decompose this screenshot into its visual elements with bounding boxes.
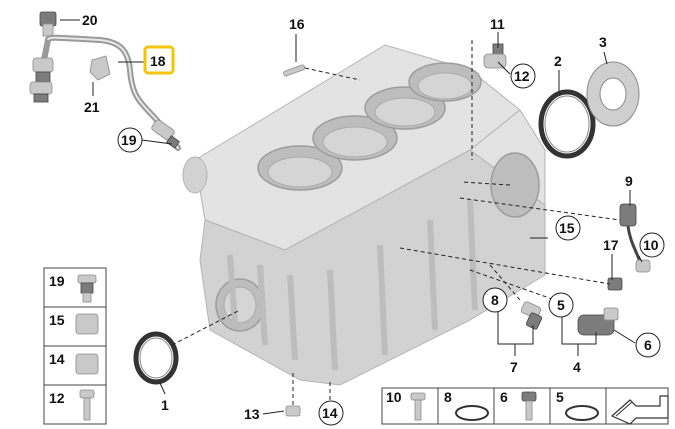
engine-block-illustration <box>182 44 546 386</box>
legend-part-19-icon <box>77 274 97 303</box>
part-19-fitting <box>151 119 180 149</box>
callouts: 20 21 16 11 2 3 9 17 7 4 1 13 18 19 12 1… <box>82 12 665 426</box>
legend-part-8-oring-icon <box>455 405 489 421</box>
part-11-12-sensor <box>483 43 507 69</box>
callout-11[interactable]: 11 <box>490 16 505 32</box>
callout-9[interactable]: 9 <box>625 173 633 189</box>
callout-18-highlight <box>143 45 175 75</box>
part-6-valve <box>577 307 619 336</box>
part-21-bracket <box>89 55 111 81</box>
part-16-pin <box>283 64 306 77</box>
callout-1[interactable]: 1 <box>161 397 169 413</box>
legend-part-15-icon <box>75 313 99 335</box>
legend-label-6: 6 <box>500 389 508 405</box>
legend-label-5: 5 <box>556 389 564 405</box>
legend-label-10: 10 <box>386 389 402 405</box>
callout-6[interactable]: 6 <box>644 337 652 353</box>
callout-15[interactable]: 15 <box>559 220 575 236</box>
callout-21[interactable]: 21 <box>84 99 100 115</box>
part-1-seal-ring <box>133 331 179 385</box>
legend-part-10-icon <box>410 392 426 421</box>
callout-14[interactable]: 14 <box>322 405 338 421</box>
legend-label-12: 12 <box>49 390 65 406</box>
callout-12[interactable]: 12 <box>514 68 530 84</box>
callout-8[interactable]: 8 <box>491 292 499 308</box>
callout-19[interactable]: 19 <box>121 132 137 148</box>
part-17-clip <box>607 277 623 291</box>
callout-20[interactable]: 20 <box>82 12 98 28</box>
callout-18[interactable]: 18 <box>150 53 166 69</box>
legend-part-12-icon <box>79 389 95 421</box>
callout-4[interactable]: 4 <box>573 359 581 375</box>
part-2-seal-ring <box>538 89 596 159</box>
part-8-sensor <box>520 301 543 330</box>
legend-label-14: 14 <box>49 351 65 367</box>
part-13-fitting <box>285 405 301 417</box>
part-pipe-fitting-left <box>29 57 54 103</box>
leader-lines <box>60 19 643 415</box>
callout-3[interactable]: 3 <box>599 34 607 50</box>
callout-10[interactable]: 10 <box>643 237 659 253</box>
legend-part-14-icon <box>75 353 99 375</box>
callout-7[interactable]: 7 <box>510 359 518 375</box>
legend-part-5-oring-icon <box>565 405 599 421</box>
legend-bottom: 10 8 6 5 <box>381 387 669 425</box>
legend-label-19: 19 <box>49 273 65 289</box>
legend-part-6-icon <box>521 391 537 421</box>
callout-2[interactable]: 2 <box>554 53 562 69</box>
part-9-10-sensor <box>619 203 651 273</box>
callout-17[interactable]: 17 <box>603 237 619 253</box>
callout-5[interactable]: 5 <box>557 297 565 313</box>
legend-label-15: 15 <box>49 312 65 328</box>
legend-arrow-icon <box>610 395 669 425</box>
callout-13[interactable]: 13 <box>244 406 260 422</box>
legend-left: 19 15 14 12 <box>43 267 107 425</box>
callout-16[interactable]: 16 <box>289 16 305 32</box>
part-3-trigger-wheel <box>586 61 640 127</box>
legend-label-8: 8 <box>444 389 452 405</box>
part-20-cap <box>39 11 57 37</box>
